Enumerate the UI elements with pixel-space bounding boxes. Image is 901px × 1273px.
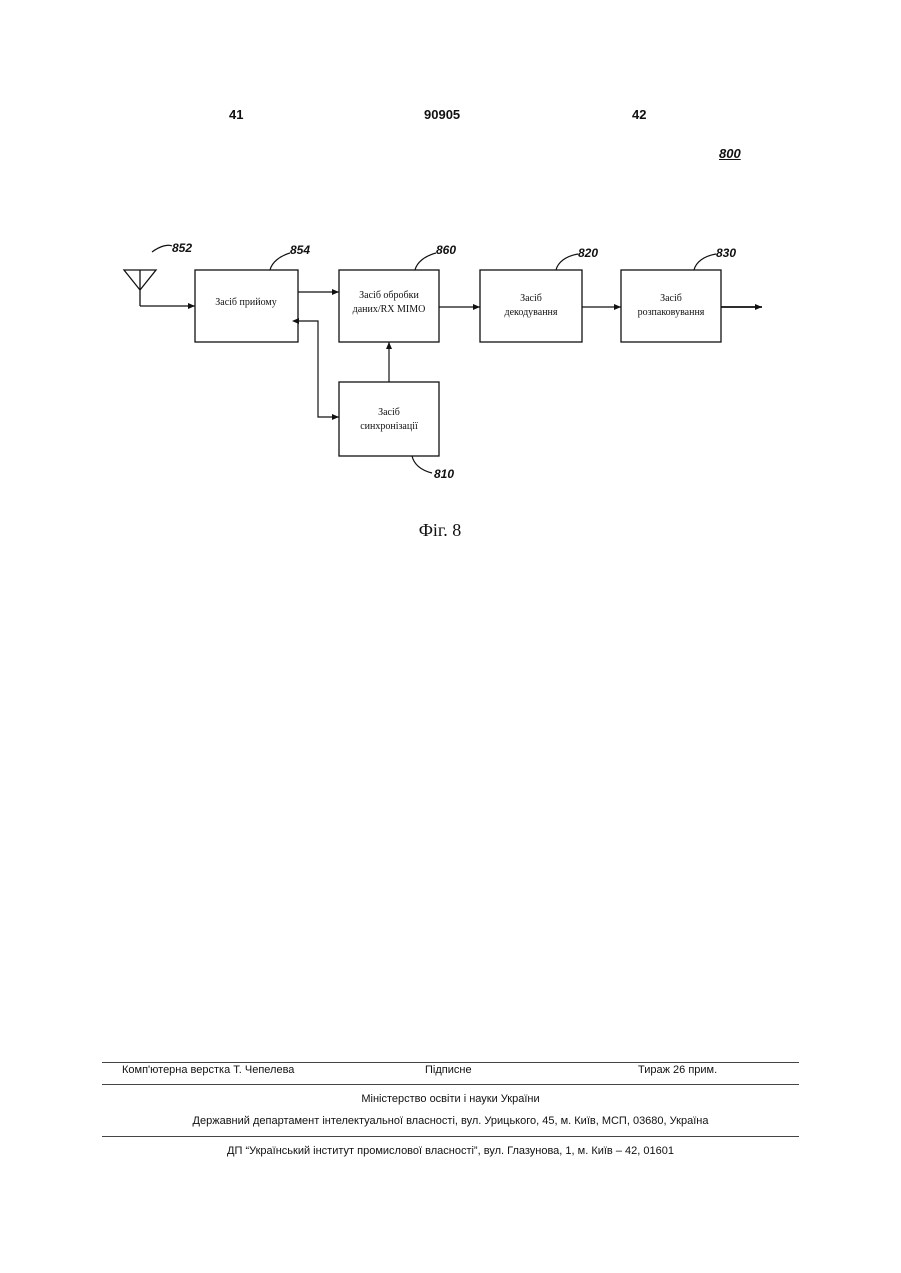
block-diagram: 852 Засіб прийому 854 Засіб обробки дани… [0,0,901,600]
decoder-block [480,270,582,342]
footer-rule-bottom [102,1136,799,1137]
sync-block [339,382,439,456]
sync-label-line2: синхронізації [360,421,418,432]
footer-circulation: Тираж 26 прим. [638,1064,717,1076]
footer-institute: ДП “Український інститут промислової вла… [0,1145,901,1157]
footer-signed: Підписне [425,1064,472,1076]
receiver-sync-bidir-arrow [298,321,339,417]
footer-ministry: Міністерство освіти і науки України [0,1093,901,1105]
decoder-ref: 820 [578,246,598,260]
processor-label-line1: Засіб обробки [359,290,419,301]
sync-ref: 810 [434,467,454,481]
footer-department: Державний департамент інтелектуальної вл… [0,1115,901,1127]
unpacker-label-line2: розпаковування [638,307,705,318]
processor-ref: 860 [436,243,456,257]
footer-rule-top [102,1062,799,1063]
antenna-icon [124,270,195,306]
unpacker-label-line1: Засіб [660,293,682,304]
sync-label-line1: Засіб [378,407,400,418]
unpacker-ref: 830 [716,246,736,260]
decoder-label-line1: Засіб [520,293,542,304]
figure-caption: Фіг. 8 [0,520,880,541]
footer-rule-middle [102,1084,799,1085]
unpacker-block [621,270,721,342]
processor-label-line2: даних/RX MIMO [353,304,426,315]
receiver-ref: 854 [290,243,310,257]
receiver-label: Засіб прийому [215,297,276,308]
antenna-ref-label: 852 [172,241,192,255]
decoder-label-line2: декодування [504,307,557,318]
footer-layout-credit: Комп'ютерна верстка Т. Чепелева [122,1064,294,1076]
